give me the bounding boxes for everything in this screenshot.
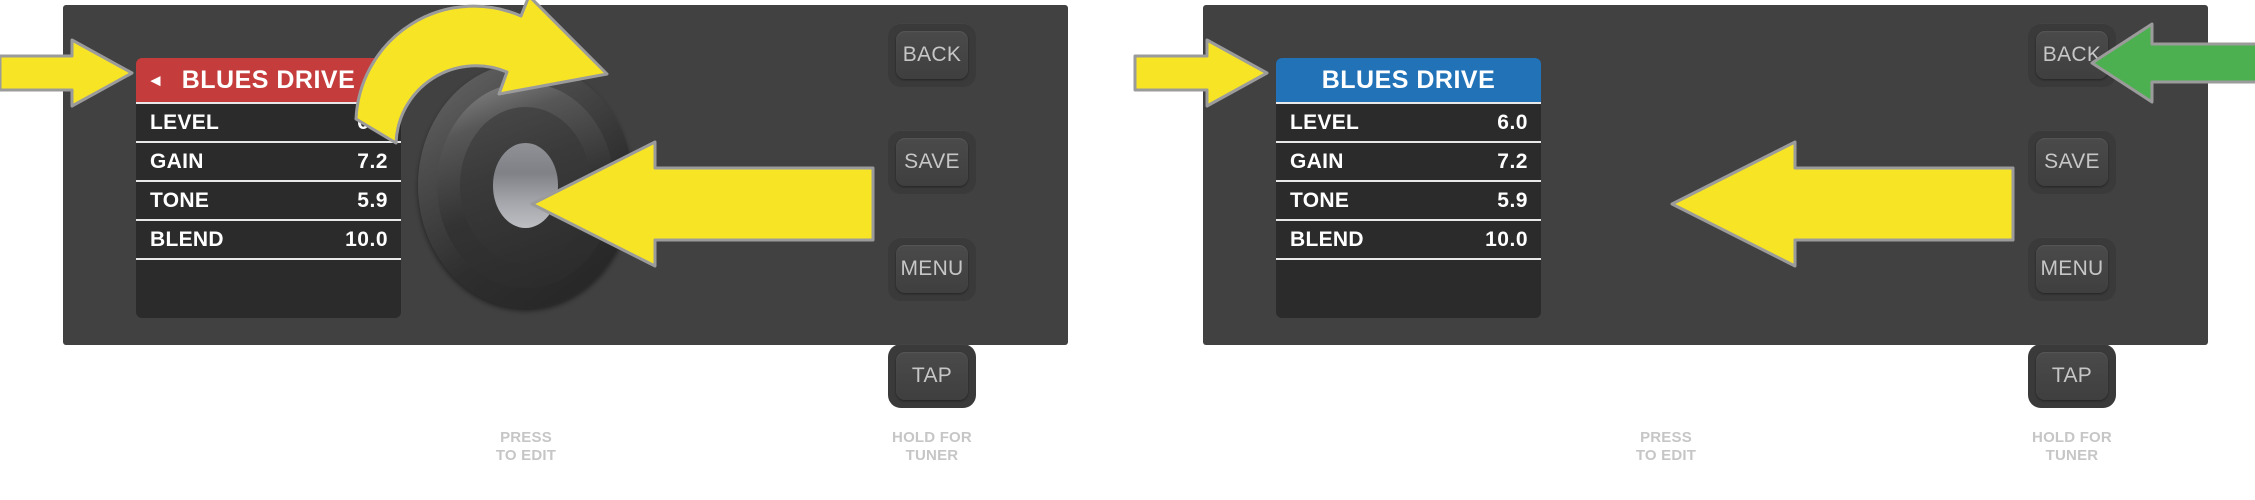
- param-value: 10.0: [345, 227, 388, 251]
- param-label: BLEND: [150, 227, 224, 251]
- lcd-display-right: BLUES DRIVE LEVEL 6.0 GAIN 7.2 TONE 5.9 …: [1276, 58, 1541, 318]
- param-row-blend[interactable]: BLEND 10.0: [1276, 219, 1541, 258]
- preset-name-label: BLUES DRIVE: [181, 65, 356, 94]
- button-face: SAVE: [896, 138, 968, 186]
- caption-line-1: HOLD FOR: [2032, 429, 2112, 446]
- button-label: SAVE: [904, 150, 960, 173]
- tuner-caption-left: HOLD FOR TUNER: [852, 429, 1012, 464]
- param-label: TONE: [1290, 188, 1350, 212]
- button-face: TAP: [896, 352, 968, 400]
- arrow-rotate-knob-icon: [354, 0, 609, 145]
- param-value: 7.2: [357, 149, 388, 173]
- caption-line-2: TUNER: [2045, 446, 2099, 464]
- button-label: BACK: [902, 43, 962, 66]
- param-label: GAIN: [1290, 149, 1344, 173]
- caption-line-1: PRESS: [1640, 429, 1692, 446]
- arrow-to-display-left-icon: [0, 38, 134, 108]
- param-row-tone[interactable]: TONE 5.9: [1276, 180, 1541, 219]
- param-label: GAIN: [150, 149, 204, 173]
- caption-line-1: PRESS: [500, 429, 552, 446]
- button-face: MENU: [896, 245, 968, 293]
- button-face: TAP: [2036, 352, 2108, 400]
- save-button-left[interactable]: SAVE: [888, 130, 976, 194]
- param-value: 5.9: [357, 188, 388, 212]
- param-label: BLEND: [1290, 227, 1364, 251]
- pedal-panel-right: BLUES DRIVE LEVEL 6.0 GAIN 7.2 TONE 5.9 …: [1203, 5, 2208, 464]
- caption-line-1: HOLD FOR: [892, 429, 972, 446]
- caption-line-2: TO EDIT: [495, 446, 557, 464]
- arrow-press-knob-left-icon: [530, 140, 875, 268]
- param-row-gain[interactable]: GAIN 7.2: [1276, 141, 1541, 180]
- menu-button-right[interactable]: MENU: [2028, 237, 2116, 301]
- caption-line-2: TO EDIT: [1635, 446, 1697, 464]
- arrow-to-display-right-icon: [1133, 38, 1269, 108]
- tap-button-right[interactable]: TAP: [2028, 344, 2116, 408]
- tap-button-left[interactable]: TAP: [888, 344, 976, 408]
- button-label: MENU: [2040, 257, 2104, 280]
- button-label: MENU: [900, 257, 964, 280]
- button-label: TAP: [911, 364, 953, 387]
- param-value: 10.0: [1485, 227, 1528, 251]
- preset-name-label: BLUES DRIVE: [1321, 65, 1496, 94]
- button-face: MENU: [2036, 245, 2108, 293]
- button-label: TAP: [2051, 364, 2093, 387]
- lcd-empty-area: [1276, 258, 1541, 318]
- param-row-level[interactable]: LEVEL 6.0: [1276, 102, 1541, 141]
- lcd-empty-area: [136, 258, 401, 318]
- knob-cap[interactable]: [492, 143, 559, 228]
- knob-caption-right: PRESS TO EDIT: [1586, 429, 1746, 464]
- param-row-tone[interactable]: TONE 5.9: [136, 180, 401, 219]
- param-label: TONE: [150, 188, 210, 212]
- arrow-press-knob-right-icon: [1670, 140, 2015, 268]
- menu-button-left[interactable]: MENU: [888, 237, 976, 301]
- button-face: SAVE: [2036, 138, 2108, 186]
- button-label: BACK: [2042, 43, 2102, 66]
- param-value: 5.9: [1497, 188, 1528, 212]
- arrow-to-back-button-icon: [2090, 22, 2255, 104]
- back-button-left[interactable]: BACK: [888, 23, 976, 87]
- param-value: 6.0: [1497, 110, 1528, 134]
- button-label: SAVE: [2044, 150, 2100, 173]
- param-value: 7.2: [1497, 149, 1528, 173]
- button-face: BACK: [2036, 31, 2108, 79]
- param-row-gain[interactable]: GAIN 7.2: [136, 141, 401, 180]
- prev-preset-chevron-icon[interactable]: ◄: [147, 70, 164, 90]
- tuner-caption-right: HOLD FOR TUNER: [1992, 429, 2152, 464]
- param-label: LEVEL: [1290, 110, 1360, 134]
- save-button-right[interactable]: SAVE: [2028, 130, 2116, 194]
- button-face: BACK: [896, 31, 968, 79]
- param-label: LEVEL: [150, 110, 220, 134]
- back-button-right[interactable]: BACK: [2028, 23, 2116, 87]
- knob-caption-left: PRESS TO EDIT: [446, 429, 606, 464]
- caption-line-2: TUNER: [905, 446, 959, 464]
- param-row-blend[interactable]: BLEND 10.0: [136, 219, 401, 258]
- preset-name-display-right[interactable]: BLUES DRIVE: [1276, 58, 1541, 102]
